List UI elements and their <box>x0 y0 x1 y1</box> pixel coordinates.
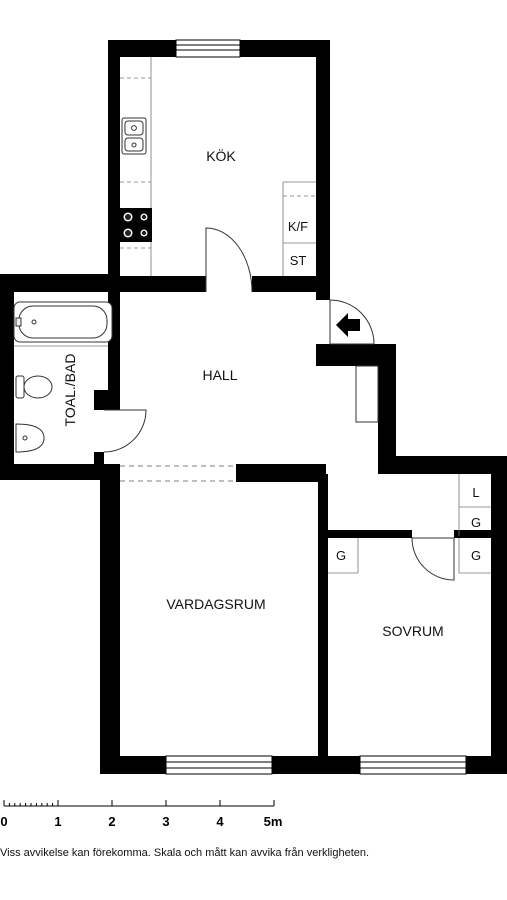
scale-label-0: 0 <box>0 814 7 829</box>
bathroom-label: TOAL./BAD <box>62 354 78 427</box>
scale-label-4: 4 <box>216 814 224 829</box>
bedroom-wardrobes <box>328 538 491 574</box>
outer-right-wall <box>491 456 507 774</box>
scale-label-1: 1 <box>54 814 61 829</box>
living-window <box>165 755 273 775</box>
kitchen-bottom-wall-left <box>108 276 206 292</box>
scale-bar <box>3 800 275 807</box>
scale-label-5m: 5m <box>264 814 283 829</box>
kitchen-counters <box>120 57 152 276</box>
kitchen-cabinets <box>282 181 316 276</box>
fridge-freezer-label: K/F <box>288 219 308 234</box>
hall-right-wall <box>378 344 396 474</box>
entrance-wall-bottom <box>316 344 396 366</box>
hall-label: HALL <box>202 367 237 383</box>
hall-wardrobe-label: G <box>471 515 481 530</box>
entrance-wall-top <box>316 290 330 300</box>
bedroom-wardrobe-left-label: G <box>336 548 346 563</box>
bath-right-wall-bottom <box>94 452 104 466</box>
entrance-arrow-icon <box>336 313 360 337</box>
hall-closet-door <box>355 365 379 423</box>
bedroom-wardrobe-right-label: G <box>471 548 481 563</box>
living-right-wall <box>318 474 328 774</box>
living-room-label: VARDAGSRUM <box>166 596 265 612</box>
kitchen-door <box>205 227 253 293</box>
kitchen-window <box>175 39 241 58</box>
doors <box>103 227 455 581</box>
kitchen-left-wall <box>108 40 120 292</box>
bathtub <box>13 301 113 343</box>
storage-label: ST <box>290 253 307 268</box>
bath-left-wall <box>0 274 14 480</box>
living-left-wall <box>100 464 120 774</box>
kitchen-bottom-wall-right <box>252 276 330 292</box>
living-top-wall-right <box>236 464 326 482</box>
bedroom-top-wall-left <box>318 530 412 538</box>
bedroom-door <box>411 537 455 581</box>
bath-bottom-wall <box>0 464 103 480</box>
living-opening <box>120 465 236 482</box>
bedroom-top-wall-right <box>454 530 507 538</box>
bedroom-label: SOVRUM <box>382 623 443 639</box>
kitchen-right-wall <box>316 40 330 300</box>
kitchen-stove <box>120 208 152 242</box>
scale-label-2: 2 <box>108 814 115 829</box>
bath-top-wall <box>0 274 120 292</box>
scale-label-3: 3 <box>162 814 169 829</box>
windows <box>165 39 467 775</box>
bedroom-window <box>359 755 467 775</box>
linen-closet-label: L <box>472 485 479 500</box>
disclaimer-text: Viss avvikelse kan förekomma. Skala och … <box>0 847 370 859</box>
hall-step-wall <box>378 456 507 474</box>
bath-right-wall-stub <box>94 390 120 410</box>
kitchen-sink <box>121 117 147 155</box>
toilet <box>15 375 53 399</box>
washbasin <box>15 423 45 453</box>
hall-wardrobes <box>458 474 491 536</box>
bathroom-door <box>103 409 147 453</box>
kitchen-label: KÖK <box>206 147 236 164</box>
